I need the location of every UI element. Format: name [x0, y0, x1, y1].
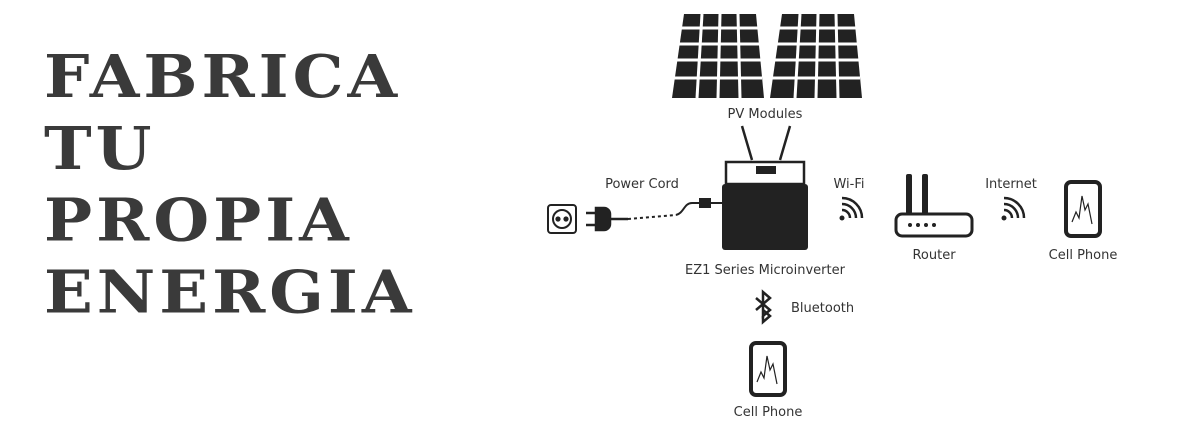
plug-icon — [586, 206, 628, 232]
headline-line-3: PROPIA — [44, 186, 353, 256]
bluetooth-label: Bluetooth — [791, 301, 854, 316]
microinverter-icon — [722, 160, 808, 250]
bluetooth-icon — [755, 289, 772, 325]
wifi-label: Wi-Fi — [833, 177, 864, 192]
internet-wifi-icon — [1001, 196, 1026, 221]
power-cord-line — [627, 198, 722, 220]
cell-phone-bottom-label: Cell Phone — [734, 405, 803, 420]
internet-label: Internet — [985, 177, 1037, 192]
wifi-icon — [839, 196, 864, 221]
cell-phone-bottom-icon — [749, 341, 787, 397]
headline-line-4: ENERGIA — [44, 258, 416, 328]
headline: FABRICA TU PROPIA ENERGIA — [44, 42, 416, 329]
cell-phone-right-icon — [1064, 180, 1102, 238]
cell-phone-right-label: Cell Phone — [1049, 248, 1118, 263]
power-cord-label: Power Cord — [605, 177, 679, 192]
pv-module-grid — [674, 13, 860, 99]
headline-line-1: FABRICA — [44, 42, 402, 112]
headline-line-2: TU — [44, 114, 156, 184]
microinverter-label: EZ1 Series Microinverter — [685, 263, 846, 278]
pv-modules-label: PV Modules — [728, 107, 803, 122]
router-icon — [894, 174, 974, 238]
pv-cables — [740, 125, 792, 161]
router-label: Router — [912, 248, 956, 263]
outlet-icon — [547, 204, 577, 234]
